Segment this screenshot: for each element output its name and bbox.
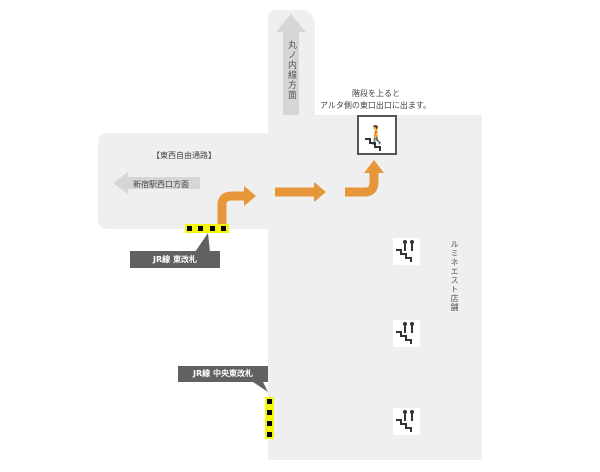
jr-central-east-gate-turnstiles (265, 397, 274, 439)
callout-pointer-central (250, 380, 268, 392)
route-arrow-3 (345, 172, 379, 197)
stairs-icon (393, 408, 420, 435)
jr-central-east-gate-label: JR線 中央東改札 (178, 366, 268, 382)
east-west-passage-label: 【東西自由通路】 (152, 151, 216, 160)
marunouchi-arrow (276, 14, 306, 115)
main-stairs-icon: 🚶 (357, 115, 397, 155)
stairs-icon (393, 320, 420, 347)
lumine-est-label: ルミネエスト店舗 (450, 240, 459, 312)
stairs-note-line2: アルタ側の東口出口に出ます。 (320, 101, 432, 110)
jr-east-gate-turnstiles (185, 224, 229, 233)
stairs-icon (393, 238, 420, 265)
callout-pointer-east (195, 233, 210, 252)
stairs-note-line1: 階段を上ると (352, 89, 400, 98)
svg-text:🚶: 🚶 (366, 124, 388, 146)
west-exit-arrow (113, 172, 200, 194)
jr-east-gate-label: JR線 東改札 (130, 251, 220, 268)
route-arrow-1 (217, 191, 245, 230)
marunouchi-label: 丸ノ内線方面 (286, 40, 296, 100)
shinjuku-west-label: 新宿駅西口方面 (133, 180, 189, 189)
